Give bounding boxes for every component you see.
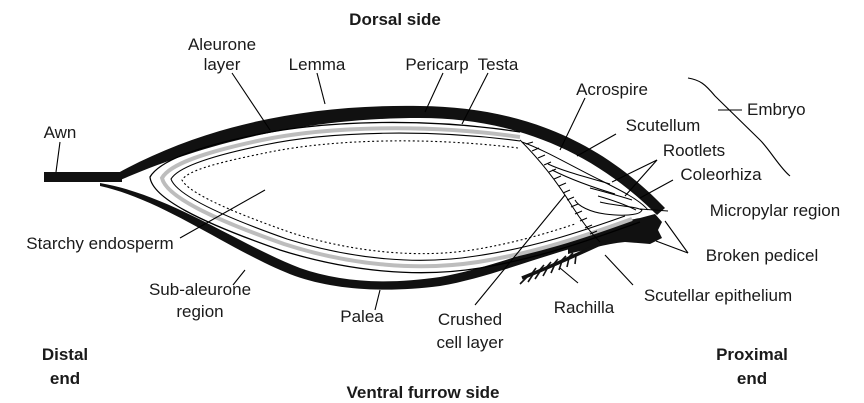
awn-label: Awn xyxy=(44,123,77,142)
pericarp-label: Pericarp xyxy=(405,55,468,74)
awn xyxy=(44,172,122,182)
testa-label: Testa xyxy=(478,55,519,74)
rootlet-outline-1 xyxy=(590,188,632,200)
lemma-label: Lemma xyxy=(289,55,346,74)
proximal-end-label-1: Proximal xyxy=(716,345,788,364)
coleorhiza-label: Coleorhiza xyxy=(680,165,762,184)
palea-label: Palea xyxy=(340,307,384,326)
distal-end-label-2: end xyxy=(50,369,80,388)
embryo-bracket xyxy=(688,78,790,176)
coleorhiza-outline xyxy=(575,200,642,215)
rootlets-label: Rootlets xyxy=(663,141,725,160)
sub-aleurone-label-2: region xyxy=(176,302,223,321)
aleurone-layer-label-1: Aleurone xyxy=(188,35,256,54)
embryo-label: Embryo xyxy=(747,100,806,119)
sub-aleurone-outline xyxy=(182,141,575,254)
scutellar-epithelium-label: Scutellar epithelium xyxy=(644,286,792,305)
rachilla-label: Rachilla xyxy=(554,298,615,317)
ventral-side-label: Ventral furrow side xyxy=(346,383,499,402)
sub-aleurone-label-1: Sub-aleurone xyxy=(149,280,251,299)
proximal-end-label-2: end xyxy=(737,369,767,388)
micropylar-region-label: Micropylar region xyxy=(710,201,840,220)
starchy-endosperm-label: Starchy endosperm xyxy=(26,234,173,253)
acrospire-label: Acrospire xyxy=(576,80,648,99)
crushed-cell-layer-label-2: cell layer xyxy=(436,333,503,352)
aleurone-layer-label-2: layer xyxy=(204,55,241,74)
broken-pedicel-label: Broken pedicel xyxy=(706,246,818,265)
lemma-husk xyxy=(44,106,665,215)
scutellum-label: Scutellum xyxy=(626,116,701,135)
distal-end-label-1: Distal xyxy=(42,345,88,364)
crushed-cell-layer-label-1: Crushed xyxy=(438,310,502,329)
dorsal-side-label: Dorsal side xyxy=(349,10,441,29)
